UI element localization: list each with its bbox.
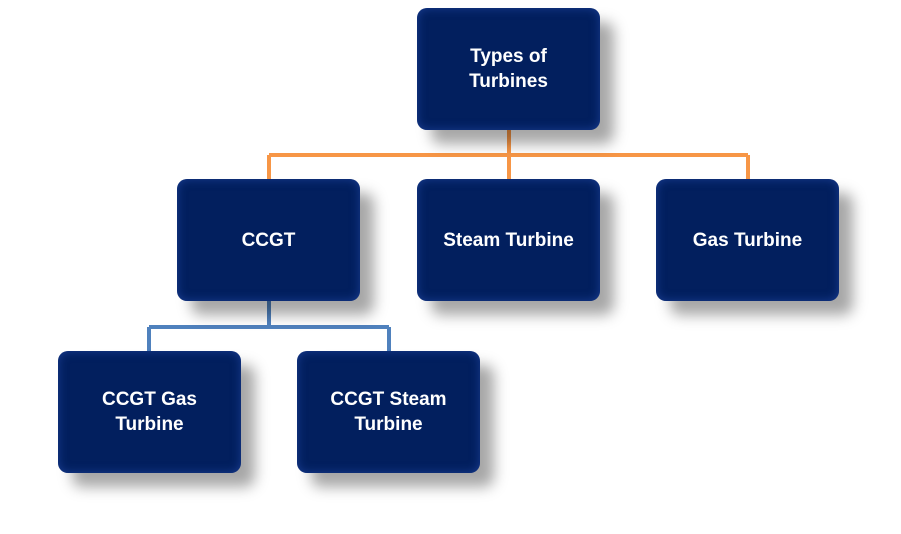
node-label-line2: Turbine (354, 414, 423, 435)
node-ccgt: CCGT (177, 179, 360, 301)
node-label-line1: CCGT Gas (101, 389, 198, 410)
node-label-line1: CCGT Steam (330, 389, 447, 410)
ccgt-connector (147, 301, 391, 352)
node-ccgt-gas-turbine: CCGT Gas Turbine (58, 351, 241, 473)
node-gas-turbine: Gas Turbine (656, 179, 839, 301)
root-connector (267, 130, 750, 180)
node-label-line2: Turbine (115, 414, 184, 435)
node-label-line2: Turbines (469, 71, 548, 92)
node-types-of-turbines: Types of Turbines (417, 8, 600, 130)
node-label: Steam Turbine (443, 229, 574, 251)
node-label-line1: Types of (470, 46, 547, 67)
node-label: Gas Turbine (692, 229, 803, 251)
node-label: CCGT (241, 229, 296, 251)
node-ccgt-steam-turbine: CCGT Steam Turbine (297, 351, 480, 473)
node-steam-turbine: Steam Turbine (417, 179, 600, 301)
